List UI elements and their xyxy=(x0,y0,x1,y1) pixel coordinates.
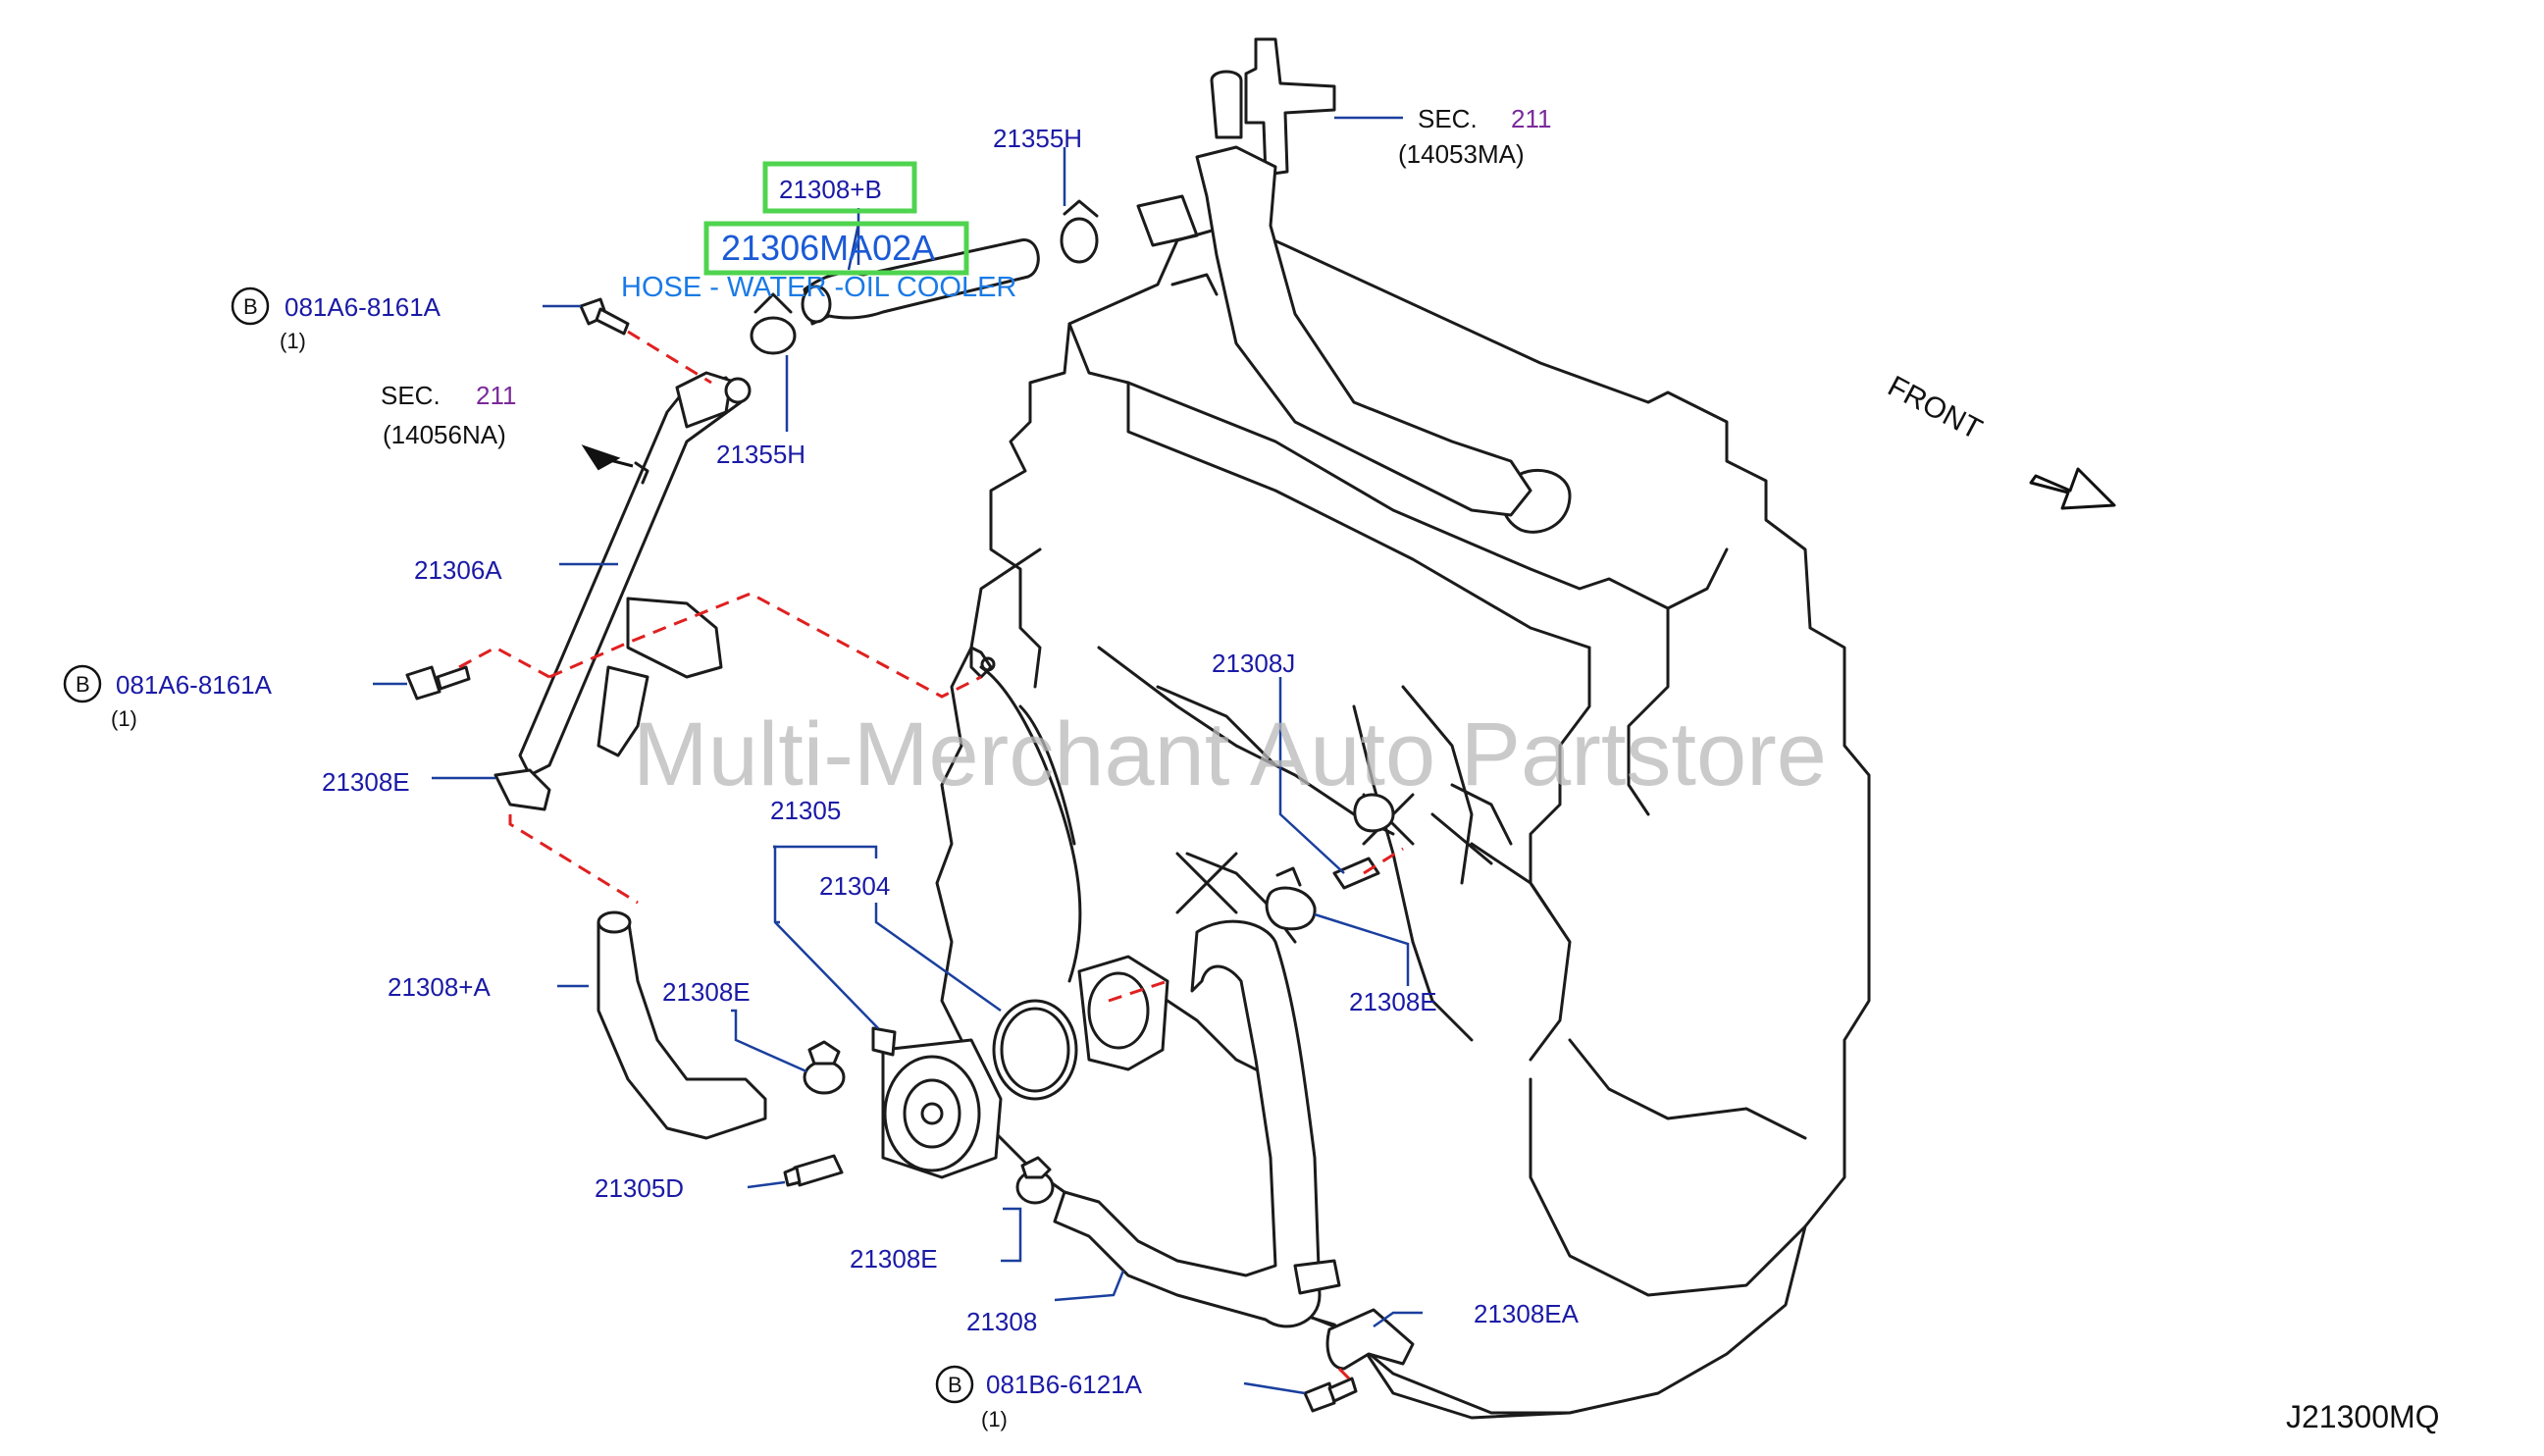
callout-21308ea[interactable]: 21308EA xyxy=(1474,1299,1580,1328)
selected-qty-label[interactable]: 21308+B xyxy=(779,175,882,204)
callout-21305d[interactable]: 21305D xyxy=(595,1173,684,1203)
bolt-ref-2-qty: (1) xyxy=(111,706,137,731)
callout-21305[interactable]: 21305 xyxy=(770,796,841,825)
bolt-badge-1-letter: B xyxy=(243,294,258,319)
hose-21308[interactable] xyxy=(1053,866,1341,1328)
section-ref-left-prefix: SEC. xyxy=(381,381,441,410)
callout-21355h-top[interactable]: 21355H xyxy=(993,124,1082,153)
selected-highlights xyxy=(703,161,969,276)
callout-21308e-right[interactable]: 21308E xyxy=(1349,987,1437,1016)
water-pipe-21306a[interactable] xyxy=(518,371,752,777)
watermark: Multi-Merchant Auto Partstore xyxy=(633,704,1827,805)
bolt-ref-1-part[interactable]: 081A6-8161A xyxy=(285,292,441,322)
selected-part-box xyxy=(703,221,969,276)
front-arrow-icon xyxy=(2029,467,2116,510)
callout-21308j[interactable]: 21308J xyxy=(1212,649,1295,678)
bolt-badge-3-letter: B xyxy=(948,1373,962,1397)
diagram-code: J21300MQ xyxy=(2286,1399,2440,1434)
callout-21306a[interactable]: 21306A xyxy=(414,555,502,585)
callout-21308e-mid[interactable]: 21308E xyxy=(662,977,751,1007)
callout-21355h-lower[interactable]: 21355H xyxy=(716,440,805,469)
section-ref-top-sub: (14053MA) xyxy=(1398,139,1525,169)
callout-21308-a[interactable]: 21308+A xyxy=(388,972,491,1002)
bolt-ref-1-qty: (1) xyxy=(280,329,306,353)
front-indicator: FRONT xyxy=(1883,370,2116,510)
bolt-ref-3-qty: (1) xyxy=(981,1407,1008,1431)
selected-hose-water-oil-cooler[interactable] xyxy=(750,199,1099,355)
bolt-badge-2 xyxy=(63,664,102,703)
small-parts xyxy=(405,297,1415,1413)
section-ref-top-prefix: SEC. xyxy=(1418,104,1478,133)
engine-outline xyxy=(935,222,1871,1420)
bolt-badge-3 xyxy=(935,1365,974,1404)
bolt-ref-3-part[interactable]: 081B6-6121A xyxy=(986,1370,1143,1399)
top-water-pipe xyxy=(1136,37,1532,517)
bolt-ref-2-part[interactable]: 081A6-8161A xyxy=(116,670,273,700)
selected-part-description: HOSE - WATER -OIL COOLER xyxy=(621,272,1016,303)
callout-21308e-left[interactable]: 21308E xyxy=(322,767,410,797)
callout-21308[interactable]: 21308 xyxy=(966,1307,1037,1336)
labels: 21308+B 21306MA02A HOSE - WATER -OIL COO… xyxy=(63,104,1580,1431)
section-ref-top-number[interactable]: 211 xyxy=(1511,104,1551,133)
bolt-badge-2-letter: B xyxy=(76,672,90,697)
leader-lines xyxy=(373,116,1423,1395)
callout-21308e-lower[interactable]: 21308E xyxy=(850,1244,938,1274)
section-ref-left-number[interactable]: 211 xyxy=(476,381,516,410)
bolt-badge-1 xyxy=(231,286,270,326)
section-ref-left-sub: (14056NA) xyxy=(383,420,506,449)
selected-qty-box xyxy=(762,161,917,214)
callout-21304[interactable]: 21304 xyxy=(819,871,890,901)
selected-part-number[interactable]: 21306MA02A xyxy=(721,228,935,268)
hose-21308-a[interactable] xyxy=(597,910,767,1140)
oil-cooler-21305[interactable] xyxy=(871,955,1169,1179)
front-label: FRONT xyxy=(1883,370,1988,446)
dashed-alignment-lines xyxy=(458,330,1404,1385)
